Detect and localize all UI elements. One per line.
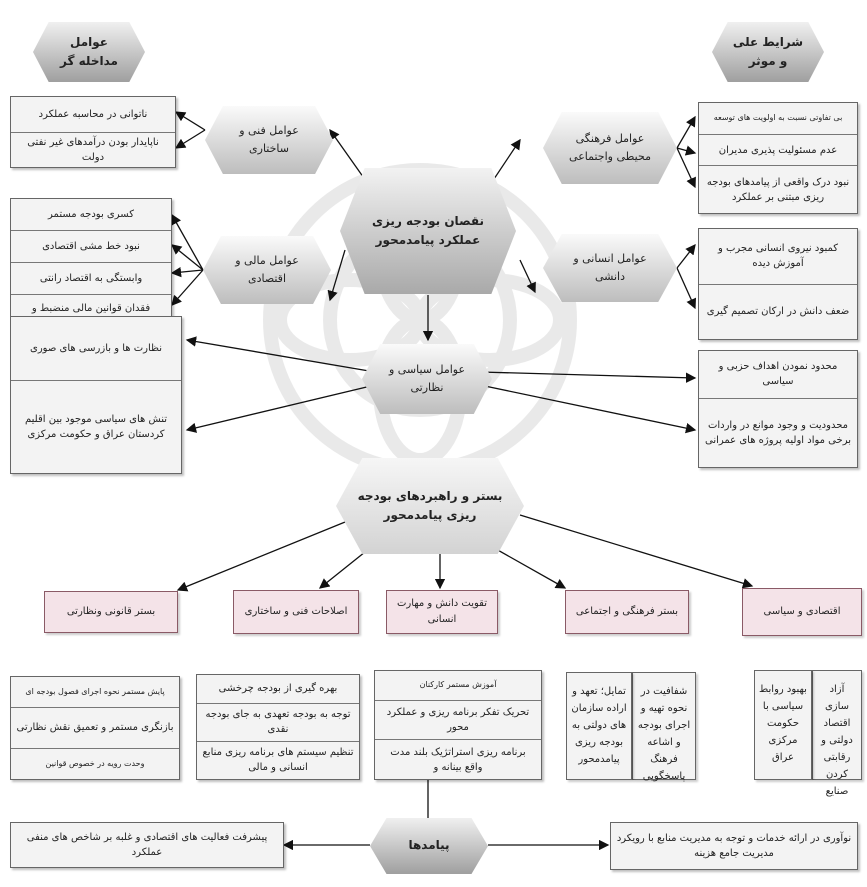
- list-item: عدم مسئولیت پذیری مدیران: [699, 135, 857, 167]
- list-item: نوآوری در ارائه خدمات و توجه به مدیریت م…: [616, 833, 852, 859]
- column-human-knowledge: تقویت دانش و مهارت انسانی: [386, 590, 498, 634]
- central-category: نقصان بودجه ریزی عملکرد پیامدمحور: [340, 168, 516, 294]
- cultural-social-factors: عوامل فرهنگی محیطی واجتماعی: [543, 112, 677, 184]
- list-item: بازنگری مستمر و تعمیق نقش نظارتی: [11, 708, 179, 750]
- list-item: تحریک تفکر برنامه ریزی و عملکرد محور: [375, 701, 541, 741]
- column-economic-item-right: آزاد سازی اقتصاد دولتی و رقابتی کردن صنا…: [812, 670, 862, 797]
- column-cultural-item-left: تمایل؛ تعهد و اراده سازمان های دولتی به …: [566, 672, 632, 780]
- list-item: تنش های سیاسی موجود بین اقلیم کردستان عر…: [24, 413, 168, 440]
- column-legal-supervisory: بستر قانونی ونظارتی: [44, 591, 178, 633]
- list-item: نبود درک واقعی از پیامدهای بودجه ریزی مب…: [706, 176, 850, 203]
- outcomes-hexagon: پیامدها: [370, 818, 488, 874]
- financial-economic-factors: عوامل مالی و اقتصادی: [203, 236, 331, 304]
- list-item: پایش مستمر نحوه اجرای فصول بودجه ای: [11, 677, 179, 708]
- list-item: آموزش مستمر کارکنان: [375, 671, 541, 701]
- list-item: کمبود نیروی انسانی مجرب و آموزش دیده: [699, 229, 857, 285]
- list-item: بی تفاوتی نسبت به اولویت های توسعه: [699, 103, 857, 135]
- list-item: کسری بودجه مستمر: [11, 199, 171, 232]
- corner-intervening-factors: عوامل مداخله گر: [33, 22, 145, 82]
- list-item: ناپایدار بودن درآمدهای غیر نفتی دولت: [27, 136, 159, 163]
- list-item: تنظیم سیستم های برنامه ریزی منابع انسانی…: [202, 747, 354, 774]
- list-item: برنامه ریزی استراتژیک بلند مدت واقع بینا…: [390, 746, 526, 773]
- political-left-items: نظارت ها و بازرسی های صوری تنش های سیاسی…: [10, 316, 182, 474]
- technical-structural-factors: عوامل فنی و ساختاری: [205, 106, 333, 174]
- column-cultural-item-right: شفافیت در نحوه تهیه و اجرای بودجه و اشاع…: [632, 672, 696, 782]
- financial-items: کسری بودجه مستمر نبود خط مشی اقتصادی واب…: [10, 198, 172, 338]
- human-knowledge-factors: عوامل انسانی و دانشی: [543, 234, 677, 302]
- technical-items: ناتوانی در محاسبه عملکرد ناپایدار بودن د…: [10, 96, 176, 168]
- outcome-left: پیشرفت فعالیت های اقتصادی و غلبه بر شاخص…: [10, 822, 284, 868]
- outcome-right: نوآوری در ارائه خدمات و توجه به مدیریت م…: [610, 822, 858, 870]
- list-item: بهره گیری از بودجه چرخشی: [197, 675, 359, 704]
- column-knowledge-items: آموزش مستمر کارکنان تحریک تفکر برنامه ری…: [374, 670, 542, 780]
- list-item: محدود نمودن اهداف حزبی و سیاسی: [699, 351, 857, 399]
- list-item: محدودیت و وجود موانع در واردات برخی مواد…: [704, 419, 851, 446]
- list-item: ناتوانی در محاسبه عملکرد: [11, 97, 175, 133]
- human-items: کمبود نیروی انسانی مجرب و آموزش دیده ضعف…: [698, 228, 858, 340]
- political-supervisory-factors: عوامل سیاسی و نظارتی: [362, 344, 492, 414]
- corner-causal-conditions: شرایط علی و موثر: [712, 22, 824, 82]
- list-item: توجه به بودجه تعهدی به جای بودجه نقدی: [197, 704, 359, 742]
- list-item: وحدت رویه در خصوص قوانین: [45, 759, 145, 769]
- column-legal-items: پایش مستمر نحوه اجرای فصول بودجه ای بازن…: [10, 676, 180, 780]
- list-item: نظارت ها و بازرسی های صوری: [11, 317, 181, 381]
- list-item: ضعف دانش در ارکان تصمیم گیری: [706, 306, 850, 318]
- list-item: نبود خط مشی اقتصادی: [11, 231, 171, 264]
- column-technical-items: بهره گیری از بودجه چرخشی توجه به بودجه ت…: [196, 674, 360, 780]
- column-economic-item-left: بهبود روابط سیاسی با حکومت مرکزی عراق: [754, 670, 812, 780]
- column-economic-political: اقتصادی و سیاسی: [742, 588, 862, 636]
- political-right-items: محدود نمودن اهداف حزبی و سیاسی محدودیت و…: [698, 350, 858, 468]
- column-cultural-social: بستر فرهنگی و اجتماعی: [565, 590, 689, 634]
- cultural-items: بی تفاوتی نسبت به اولویت های توسعه عدم م…: [698, 102, 858, 214]
- list-item: پیشرفت فعالیت های اقتصادی و غلبه بر شاخص…: [26, 832, 268, 858]
- list-item: وابستگی به اقتصاد رانتی: [11, 263, 171, 296]
- column-technical-reforms: اصلاحات فنی و ساختاری: [233, 590, 359, 634]
- strategies-hexagon: بستر و راهبردهای بودجه ریزی پیامدمحور: [336, 458, 524, 554]
